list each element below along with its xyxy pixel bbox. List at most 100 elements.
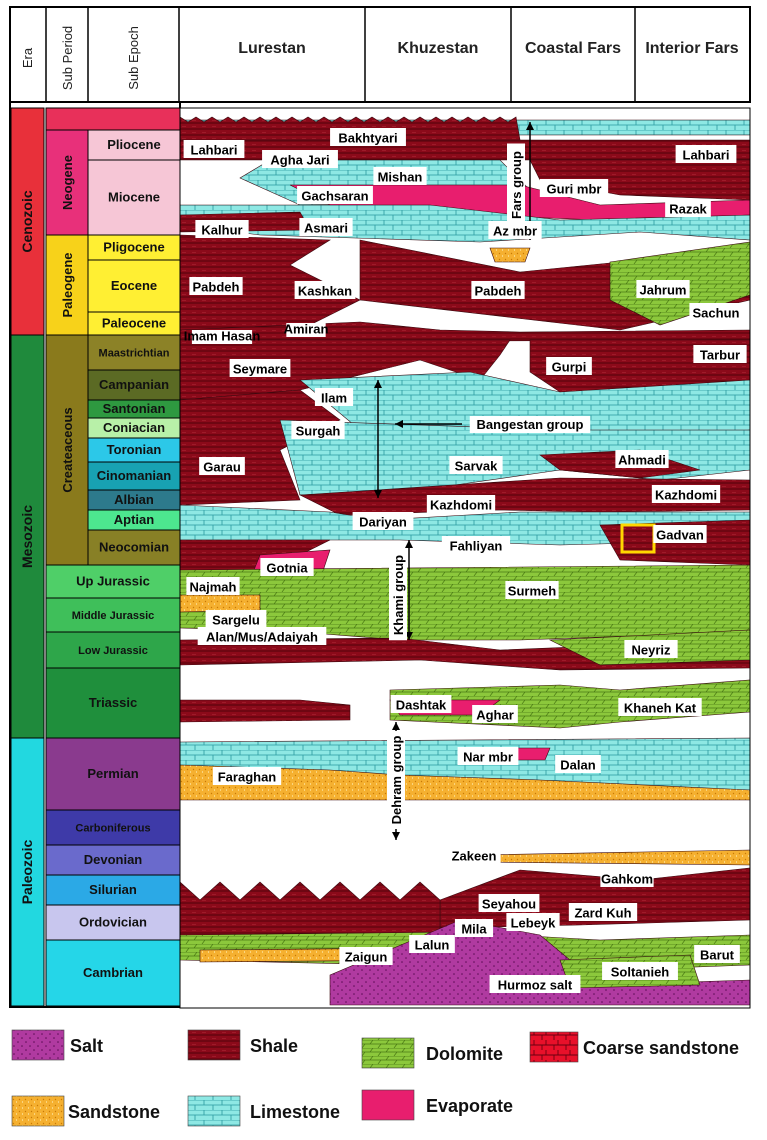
formation-label-bg [457, 747, 519, 765]
formation-label-lalun: Lalun [415, 938, 450, 953]
epoch-eocene [87, 259, 181, 313]
arrow-up-icon [405, 540, 413, 548]
formation-label-bg [297, 186, 373, 204]
formation-label-bg [449, 456, 503, 474]
era-paleozoic [10, 737, 45, 1007]
arrow-up-icon [526, 122, 534, 130]
formation-label-gahkom: Gahkom [601, 872, 653, 887]
group-label: Bangestan group [477, 417, 584, 432]
formation-label-bg [299, 218, 353, 236]
epoch-label: Paleocene [102, 316, 166, 331]
formation-label-dashtak: Dashtak [396, 698, 447, 713]
formation-label-bg [539, 179, 609, 197]
epoch-pliocene [87, 129, 181, 161]
header-era: Era [20, 47, 35, 68]
epoch-up-jurassic [45, 564, 181, 599]
formation-label-fahliyan: Fahliyan [450, 539, 503, 554]
formation-label-bg [205, 610, 267, 628]
formation-label-amiran: Amiran [284, 322, 329, 337]
formation-label-bg [373, 167, 427, 185]
formation-label-bg [199, 457, 245, 475]
formation-label-bg [183, 140, 245, 158]
legend-swatch-shale [187, 1029, 241, 1061]
header-region-lurestan: Lurestan [238, 40, 306, 57]
formation-label-pabdeh: Pabdeh [193, 280, 240, 295]
faraghan-sandstone [179, 764, 751, 801]
epoch-toronian [87, 437, 181, 463]
formation-label-zakeen: Zakeen [452, 849, 497, 864]
formation-label-zaigun: Zaigun [345, 950, 388, 965]
epoch-campanian [87, 369, 181, 401]
formation-label-kashkan: Kashkan [298, 284, 352, 299]
epoch-label: Campanian [99, 377, 169, 392]
formation-label-surgah: Surgah [296, 424, 341, 439]
epoch-label: Low Jurassic [78, 645, 148, 657]
arrow-up-icon [392, 722, 400, 730]
formation-label-gachsaran: Gachsaran [301, 189, 368, 204]
formation-label-kazhdomi: Kazhdomi [655, 488, 717, 503]
formation-label-bg [471, 281, 525, 299]
formation-label-bg [618, 698, 702, 716]
epoch-middle-jurassic [45, 597, 181, 633]
formation-label-bg [447, 846, 501, 864]
formation-label-tarbur: Tarbur [700, 348, 740, 363]
formation-label-gotnia: Gotnia [266, 561, 308, 576]
epoch-label: Toronian [107, 442, 162, 457]
epoch-label: Aptian [114, 512, 155, 527]
epoch-label: Ordovician [79, 915, 147, 930]
sub-period-createaceous [45, 334, 89, 566]
era-mesozoic [10, 334, 45, 739]
formation-label-gadvan: Gadvan [656, 528, 704, 543]
formation-label-bg [291, 421, 345, 439]
legend-label-coarse-sandstone: Coarse sandstone [583, 1038, 739, 1058]
formation-label-bg [286, 323, 326, 337]
sub-period-label: Paleogene [60, 252, 75, 317]
mila-lalun-shale [179, 881, 441, 936]
epoch-label: Carboniferous [75, 823, 150, 835]
sub-period-label: Neogene [60, 155, 75, 210]
epoch-silurian [45, 874, 181, 906]
formation-label-soltanieh: Soltanieh [611, 965, 670, 980]
arrow-down-icon [392, 832, 400, 840]
formation-label-bg [665, 199, 711, 217]
legend-label-limestone: Limestone [250, 1102, 340, 1122]
formation-label-bg [651, 485, 721, 503]
formation-label-seymare: Seymare [233, 362, 287, 377]
epoch-ordovician [45, 904, 181, 941]
era-label: Paleozoic [19, 840, 35, 905]
formation-label-bg [489, 975, 581, 993]
legend-swatch-evaporate [361, 1089, 415, 1121]
formation-label-nar-mbr: Nar mbr [463, 750, 513, 765]
legend-swatch-sandstone [11, 1095, 65, 1127]
formation-label-bg [212, 767, 282, 785]
formation-label-kalhur: Kalhur [201, 223, 242, 238]
formation-label-garau: Garau [203, 460, 241, 475]
formation-label-bg [615, 450, 669, 468]
formation-label-razak: Razak [669, 202, 707, 217]
formation-label-bg [352, 512, 414, 530]
epoch-label: Triassic [89, 695, 137, 710]
epoch-label: Albian [114, 492, 154, 507]
formation-label-aghar: Aghar [476, 708, 514, 723]
formation-label-sachun: Sachun [693, 306, 740, 321]
formation-label-hurmoz-salt: Hurmoz salt [498, 978, 573, 993]
formation-label-neyriz: Neyriz [631, 643, 671, 658]
formation-label-lahbari: Lahbari [683, 148, 730, 163]
formation-label-bg [555, 755, 601, 773]
formation-label-bg [472, 705, 518, 723]
epoch-column: PlioceneMiocenePligoceneEocenePaleoceneM… [45, 129, 181, 1007]
formation-label-bg [197, 627, 327, 645]
legend-swatch-salt [11, 1029, 65, 1061]
formation-label-kazhdomi: Kazhdomi [430, 498, 492, 513]
epoch-cambrian [45, 939, 181, 1007]
formation-label-lahbari: Lahbari [191, 143, 238, 158]
najmah-sandstone [179, 594, 261, 613]
formation-label-bg [454, 919, 494, 937]
formation-label-bg [191, 330, 253, 344]
formation-label-jahrum: Jahrum [640, 283, 687, 298]
epoch-pligocene [87, 234, 181, 261]
